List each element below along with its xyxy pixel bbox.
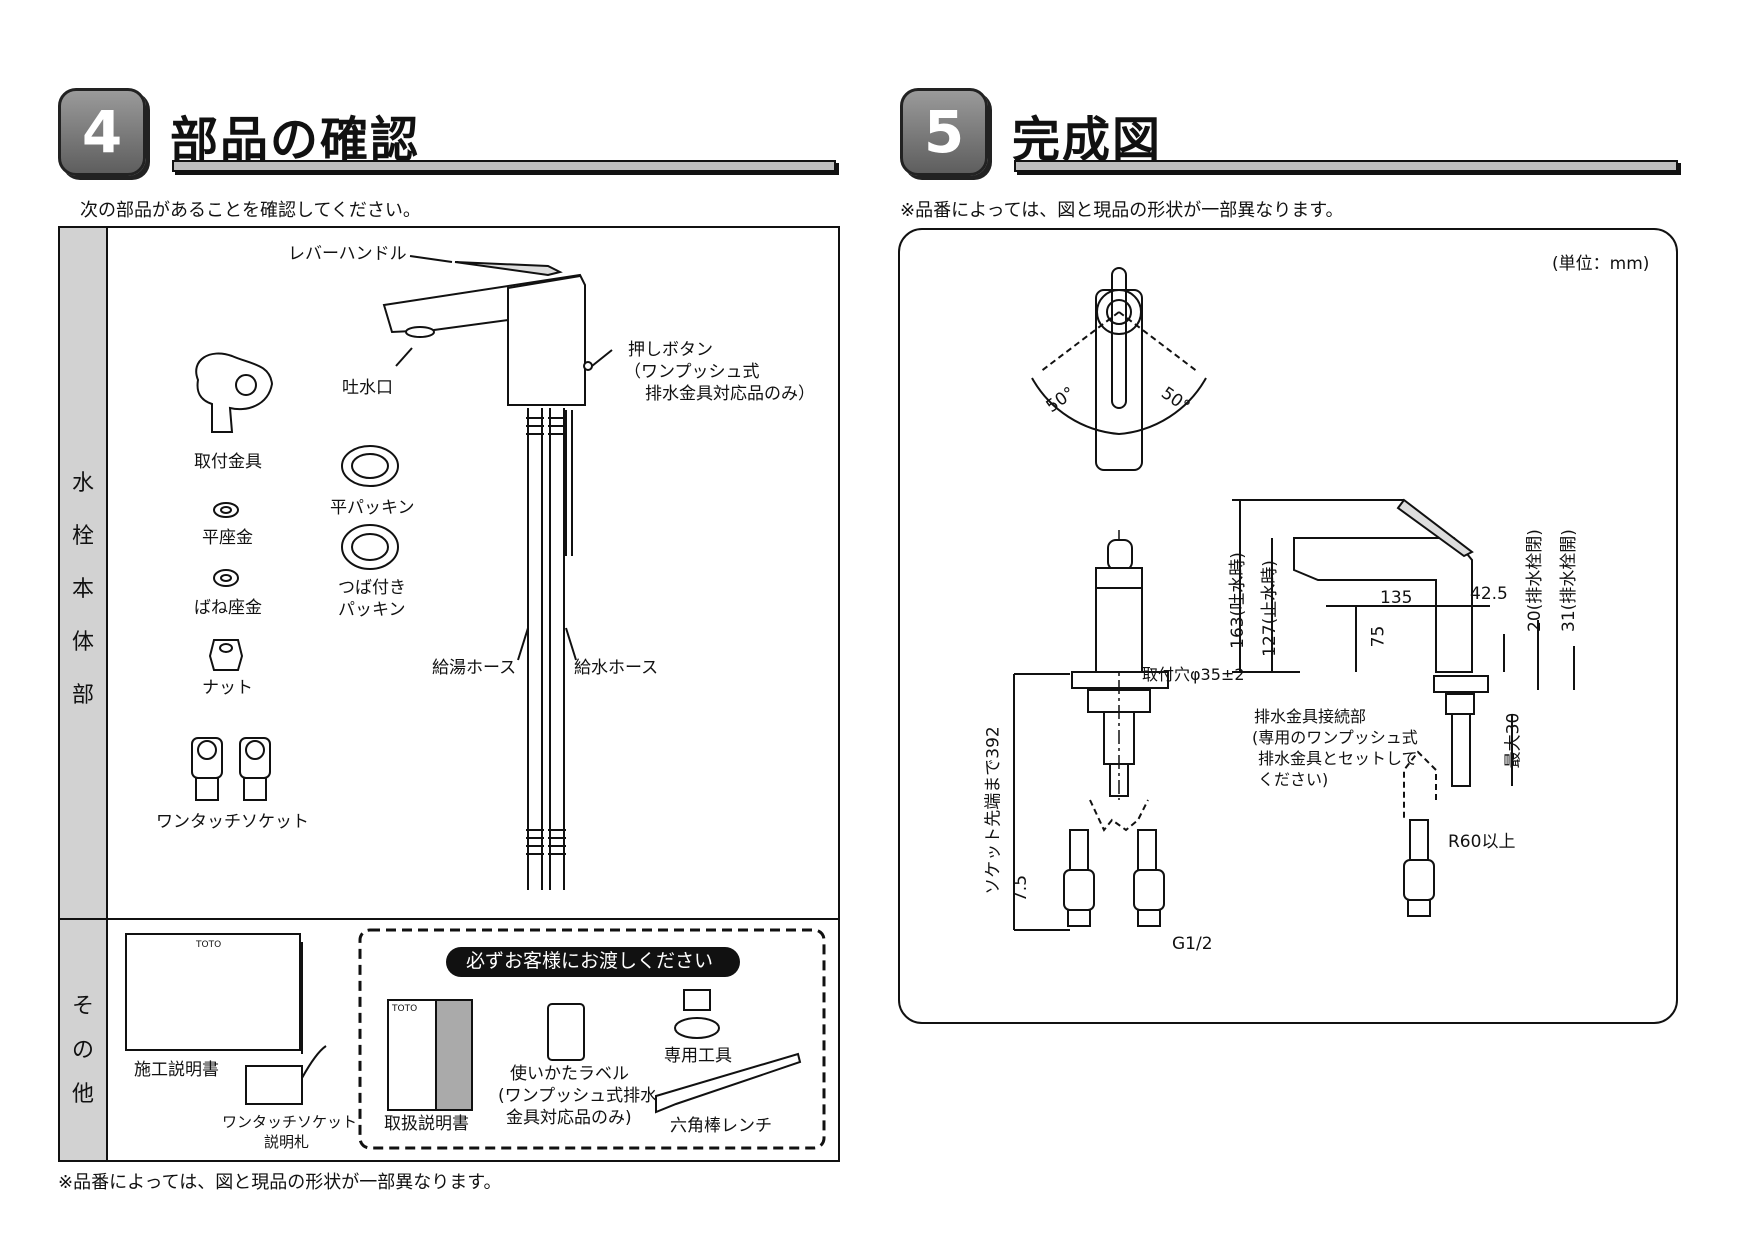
label-usage-label: 金具対応品のみ): [506, 1108, 632, 1128]
frame-divider: [60, 918, 838, 920]
body-label-char: 体: [72, 630, 95, 655]
body-label-cell: [60, 228, 108, 918]
dim-42-5: 42.5: [1470, 584, 1508, 604]
section5-title-rule: [1014, 160, 1678, 172]
section4-title: 部品の確認: [170, 112, 421, 168]
section4-footnote: ※品番によっては、図と現品の形状が一部異なります。: [58, 1172, 502, 1193]
label-flat-packing: 平パッキン: [330, 498, 415, 518]
dim-drain-connection: (専用のワンプッシュ式: [1252, 728, 1418, 747]
dim-drain-connection: 排水金具とセットして: [1258, 749, 1418, 768]
label-flange-packing: つば付き: [338, 578, 406, 598]
must-give-banner: 必ずお客様にお渡しください: [466, 950, 714, 972]
label-spring-washer: ばね座金: [194, 598, 262, 618]
section4-number-badge: 4: [58, 88, 146, 176]
dim-75: 75: [1368, 625, 1389, 648]
dim-20: 20(排水栓閉): [1524, 529, 1545, 632]
other-label-char: 他: [72, 1082, 95, 1107]
dim-max30: 最大30: [1503, 712, 1524, 769]
label-lever: レバーハンドル: [288, 244, 407, 264]
body-label-char: 本: [72, 577, 95, 602]
dim-mount-hole: 取付穴φ35±2: [1142, 665, 1245, 684]
dim-163: 163(吐水時): [1227, 552, 1248, 649]
body-label-char: 栓: [72, 524, 95, 549]
section5-number-badge: 5: [900, 88, 988, 176]
other-label-char: の: [72, 1038, 95, 1063]
label-user-manual: 取扱説明書: [384, 1114, 469, 1134]
dim-drain-connection: 排水金具接続部: [1254, 707, 1367, 726]
dim-g12: G1/2: [1172, 934, 1213, 954]
label-spout: 吐水口: [342, 378, 393, 398]
label-usage-label: 使いかたラベル: [510, 1064, 629, 1084]
dim-127: 127(止水時): [1259, 560, 1280, 657]
label-socket-card: 説明札: [264, 1133, 310, 1151]
dim-31: 31(排水栓開): [1558, 529, 1579, 632]
dim-7-5: 7.5: [1011, 874, 1032, 903]
label-flange-packing: パッキン: [338, 600, 406, 620]
label-hot-hose: 給湯ホース: [432, 658, 517, 678]
label-special-tool: 専用工具: [664, 1046, 732, 1066]
label-install-manual: 施工説明書: [134, 1060, 219, 1080]
label-push-button: 排水金具対応品のみ）: [628, 384, 815, 404]
label-hex-wrench: 六角棒レンチ: [670, 1116, 772, 1136]
body-label-char: 部: [72, 683, 95, 708]
label-cold-hose: 給水ホース: [574, 658, 659, 678]
label-flat-washer: 平座金: [202, 528, 253, 548]
dim-drain-connection: ください): [1258, 770, 1329, 789]
label-push-button: 押しボタン: [628, 340, 713, 360]
body-label-char: 水: [72, 471, 95, 496]
section4-title-rule: [172, 160, 836, 172]
dim-135: 135: [1380, 588, 1413, 608]
section4-intro: 次の部品があることを確認してください。: [80, 200, 421, 221]
label-usage-label: (ワンプッシュ式排水: [498, 1086, 658, 1106]
label-mount-fitting: 取付金具: [194, 452, 262, 472]
parts-frame: [58, 226, 840, 1162]
section5-title: 完成図: [1012, 112, 1163, 168]
drawing-frame: [898, 228, 1678, 1024]
label-socket-card: ワンタッチソケット: [222, 1113, 358, 1131]
dim-r60: R60以上: [1448, 832, 1516, 852]
section5-note: ※品番によっては、図と現品の形状が一部異なります。: [900, 200, 1344, 221]
label-push-button: （ワンプッシュ式: [624, 362, 760, 382]
brand-mark: TOTO: [196, 940, 222, 950]
other-label-char: そ: [72, 994, 95, 1019]
label-one-touch-socket: ワンタッチソケット: [156, 812, 309, 832]
other-label-cell: [60, 920, 108, 1160]
brand-mark: TOTO: [392, 1004, 418, 1014]
label-nut: ナット: [202, 678, 253, 698]
dim-socket-392: ソケット先端まで392: [983, 726, 1004, 895]
unit-label: (単位：mm): [1552, 254, 1650, 274]
